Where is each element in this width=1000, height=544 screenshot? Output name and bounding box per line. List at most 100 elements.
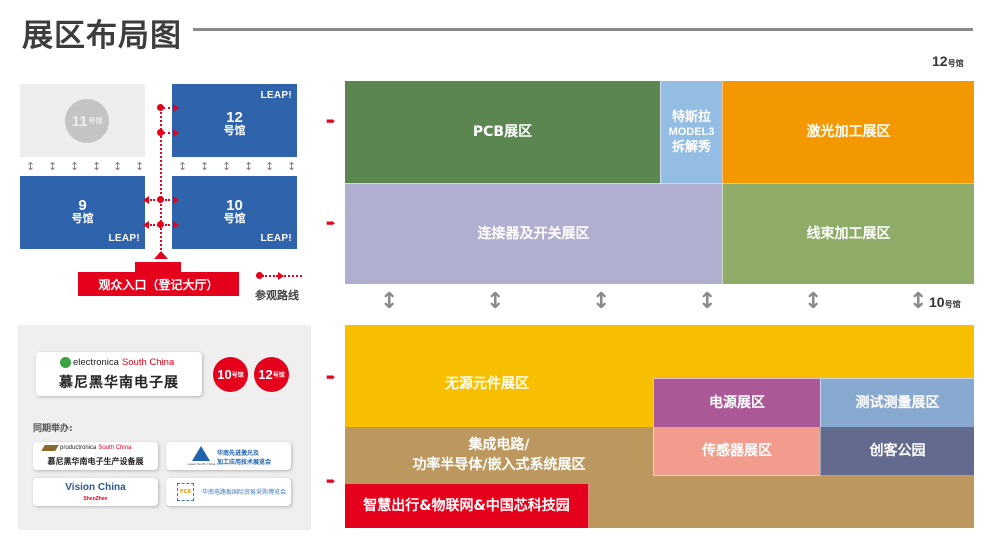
hall-12-tag-suffix: 号馆 xyxy=(947,59,964,68)
zone-sensor[interactable]: 传感器展区 xyxy=(653,427,820,476)
zone-harness-label: 线束加工展区 xyxy=(806,225,891,242)
route-legend-label: 参观路线 xyxy=(255,289,299,302)
electronica-card[interactable]: electronica South China 慕尼黑华南电子展 xyxy=(36,352,202,396)
route-arrow-right-icon xyxy=(173,196,179,204)
hall-10[interactable]: 10 号馆 LEAP! xyxy=(172,176,297,249)
pcb-logo-icon: PCB xyxy=(177,483,194,501)
zone-tesla-line1: 特斯拉 xyxy=(671,109,711,125)
entrance-arrow-icon: ➨ xyxy=(326,370,337,384)
hall-12-number: 12 xyxy=(226,109,243,126)
entrance-tab xyxy=(135,262,181,272)
route-line xyxy=(150,224,170,226)
route-arrow-left-icon xyxy=(143,196,149,204)
zone-laser-label: 激光加工展区 xyxy=(806,123,891,140)
laser-brand: Laser South China xyxy=(188,462,216,466)
zone-power[interactable]: 电源展区 xyxy=(653,378,820,427)
hall-9-number: 9 xyxy=(78,197,87,214)
entrance-arrow-icon: ➨ xyxy=(326,474,337,488)
updown-arrow-icon: ↕ xyxy=(244,160,254,173)
entrance-arrow-icon: ➨ xyxy=(326,216,337,230)
productronica-card[interactable]: productronica South China 慕尼黑华南电子生产设备展 xyxy=(33,442,158,470)
zone-ic[interactable]: 集成电路/ 功率半导体/嵌入式系统展区 xyxy=(345,427,653,483)
vision-china-sub: ShenZhen xyxy=(83,496,108,502)
zone-test[interactable]: 测试测量展区 xyxy=(820,378,974,427)
leap-logo: LEAP! xyxy=(260,90,292,101)
updown-arrow-icon: ↕ xyxy=(698,289,717,314)
updown-arrow-icon: ↕ xyxy=(287,160,297,173)
hall-9[interactable]: 9 号馆 LEAP! xyxy=(20,176,145,249)
electronica-logo-icon xyxy=(60,357,71,368)
legend-dot xyxy=(256,272,263,279)
pcb-fair-card[interactable]: PCB 华南电路板国际贸易采购博览会 xyxy=(166,478,291,506)
leap-logo: LEAP! xyxy=(260,233,292,244)
entrance-arrow-icon xyxy=(154,251,168,259)
vision-china-brand: Vision China xyxy=(65,482,126,493)
visitor-entrance[interactable]: 观众入口（登记大厅） xyxy=(78,272,239,296)
updown-arrow-icon: ↕ xyxy=(265,160,275,173)
hall-12-tag-number: 12 xyxy=(932,53,948,69)
laser-logo-icon xyxy=(192,446,210,461)
zone-pcb-label: PCB展区 xyxy=(472,123,533,140)
hall-10-tag-suffix: 号馆 xyxy=(944,300,961,309)
zone-tesla-line2: MODEL3 xyxy=(668,125,715,138)
zone-power-label: 电源展区 xyxy=(709,394,765,411)
hall-10-suffix: 号馆 xyxy=(223,212,246,225)
title-divider xyxy=(193,28,973,31)
route-dot xyxy=(157,104,164,111)
updown-arrow-icon: ↕ xyxy=(178,160,188,173)
route-line xyxy=(163,107,170,109)
zone-maker[interactable]: 创客公园 xyxy=(820,427,974,476)
electronica-brand-region: South China xyxy=(121,357,175,368)
updown-arrow-icon: ↕ xyxy=(26,160,36,173)
laser-south-china-card[interactable]: Laser South China 华南先进激光及 加工应用技术展览会 xyxy=(166,442,291,470)
hall-10-tag: 10号馆 xyxy=(929,294,961,312)
route-arrow-right-icon xyxy=(173,129,179,137)
zone-ic-line1: 集成电路/ xyxy=(468,437,530,453)
legend-line xyxy=(284,275,302,277)
zone-smart-label: 智慧出行&物联网&中国芯科技园 xyxy=(363,497,570,514)
productronica-name: 慕尼黑华南电子生产设备展 xyxy=(47,456,144,466)
zone-tesla[interactable]: 特斯拉 MODEL3 拆解秀 xyxy=(660,81,722,183)
updown-arrow-icon: ↕ xyxy=(486,289,505,314)
updown-arrow-icon: ↕ xyxy=(592,289,611,314)
route-line xyxy=(163,132,170,134)
hall-11-number: 11 xyxy=(71,112,88,130)
hall-12-tag: 12号馆 xyxy=(932,53,964,71)
zone-maker-label: 创客公园 xyxy=(869,442,926,459)
zone-pcb[interactable]: PCB展区 xyxy=(345,81,660,183)
zone-laser[interactable]: 激光加工展区 xyxy=(722,81,974,183)
pcb-fair-name: 华南电路板国际贸易采购博览会 xyxy=(202,489,287,496)
zone-test-label: 测试测量展区 xyxy=(855,394,940,411)
electronica-name: 慕尼黑华南电子展 xyxy=(59,375,179,391)
productronica-logo-icon xyxy=(41,445,59,451)
route-legend-icon xyxy=(256,272,306,280)
entrance-arrow-icon: ➨ xyxy=(326,114,337,128)
zone-sensor-label: 传感器展区 xyxy=(702,442,772,459)
zone-smart-mobility[interactable]: 智慧出行&物联网&中国芯科技园 xyxy=(345,484,589,528)
laser-name-line2: 加工应用技术展览会 xyxy=(217,459,272,466)
laser-name-line1: 华南先进激光及 xyxy=(217,450,260,457)
zone-passive-label: 无源元件展区 xyxy=(445,376,529,392)
updown-arrow-icon: ↕ xyxy=(48,160,58,173)
electronica-brand: electronica xyxy=(73,357,119,368)
zone-harness[interactable]: 线束加工展区 xyxy=(722,183,974,284)
route-arrow-right-icon xyxy=(173,221,179,229)
updown-arrow-icon: ↕ xyxy=(200,160,210,173)
leap-logo: LEAP! xyxy=(108,233,140,244)
vision-china-card[interactable]: Vision China ShenZhen xyxy=(33,478,158,506)
updown-arrow-icon: ↕ xyxy=(380,289,399,314)
zone-connector[interactable]: 连接器及开关展区 xyxy=(345,183,722,284)
hall-10-number: 10 xyxy=(226,197,243,214)
route-line-vertical xyxy=(160,107,162,254)
legend-line xyxy=(262,275,278,277)
route-arrow-right-icon xyxy=(173,104,179,112)
updown-arrow-icon: ↕ xyxy=(135,160,145,173)
hall-12[interactable]: LEAP! 12 号馆 xyxy=(172,84,297,157)
badge-number: 10 xyxy=(217,367,232,382)
page-title: 展区布局图 xyxy=(22,18,182,54)
badge-suffix: 号馆 xyxy=(272,373,285,379)
